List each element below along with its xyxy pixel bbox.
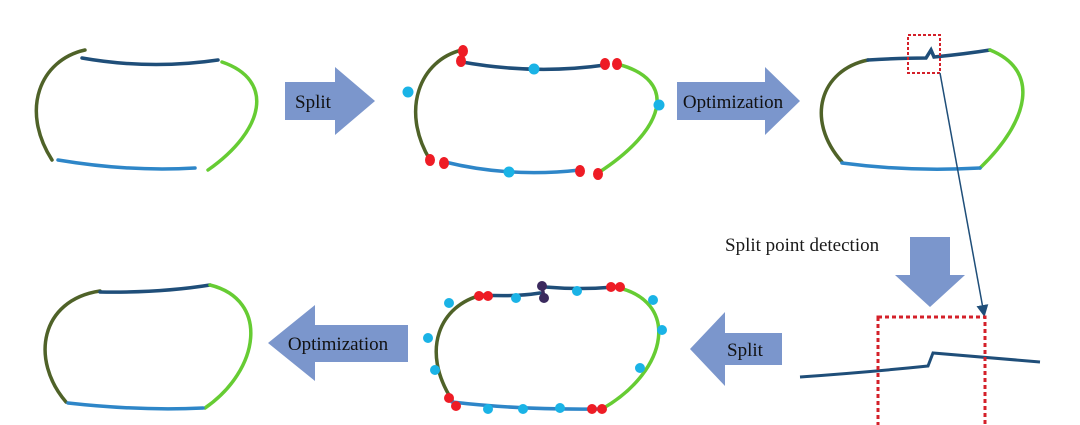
curve-olive [43,289,102,404]
curve-green [206,60,259,172]
curve-dark-blue [80,56,220,67]
split-arrow-top: Split [285,67,375,135]
curve-olive [819,58,870,164]
curve-green [600,285,661,411]
curve-olive [413,48,464,162]
curve-olive [34,48,87,162]
optimization-label-top: Optimization [683,92,784,113]
split-points-red [425,45,622,180]
split-label-top: Split [295,92,332,113]
panel-final [43,283,253,411]
panel-resplit [423,281,667,414]
panel-split-points [402,45,665,180]
detection-arrow-down [895,237,965,307]
curve-zoomed-split [799,351,1041,379]
detected-split-points [537,281,549,303]
optimization-arrow-bottom: Optimization [268,305,408,381]
panel-optimized [819,34,1025,317]
curve-light-blue [840,161,982,171]
split-arrow-bottom: Split [690,312,782,386]
curve-light-blue [66,401,205,411]
split-point-detection-label: Split point detection [725,235,880,256]
detection-box-large [876,315,987,425]
split-points-red [444,282,625,414]
optimization-arrow-top: Optimization [677,67,800,135]
panel-input-curves [34,48,259,172]
split-label-bottom: Split [727,340,764,361]
detection-box-small [907,34,941,74]
mid-points-cyan [423,286,667,414]
curve-olive [434,293,484,402]
curve-green [978,48,1025,170]
curve-green [596,62,659,175]
mid-points-cyan [402,63,665,178]
optimization-label-bottom: Optimization [288,334,389,355]
panel-zoomed-split-point [799,315,1041,425]
curve-green [203,283,253,410]
zoom-pointer-line [939,72,989,317]
curve-dark-blue [866,46,992,62]
curve-light-blue [56,158,197,171]
curve-dark-blue [98,283,212,294]
